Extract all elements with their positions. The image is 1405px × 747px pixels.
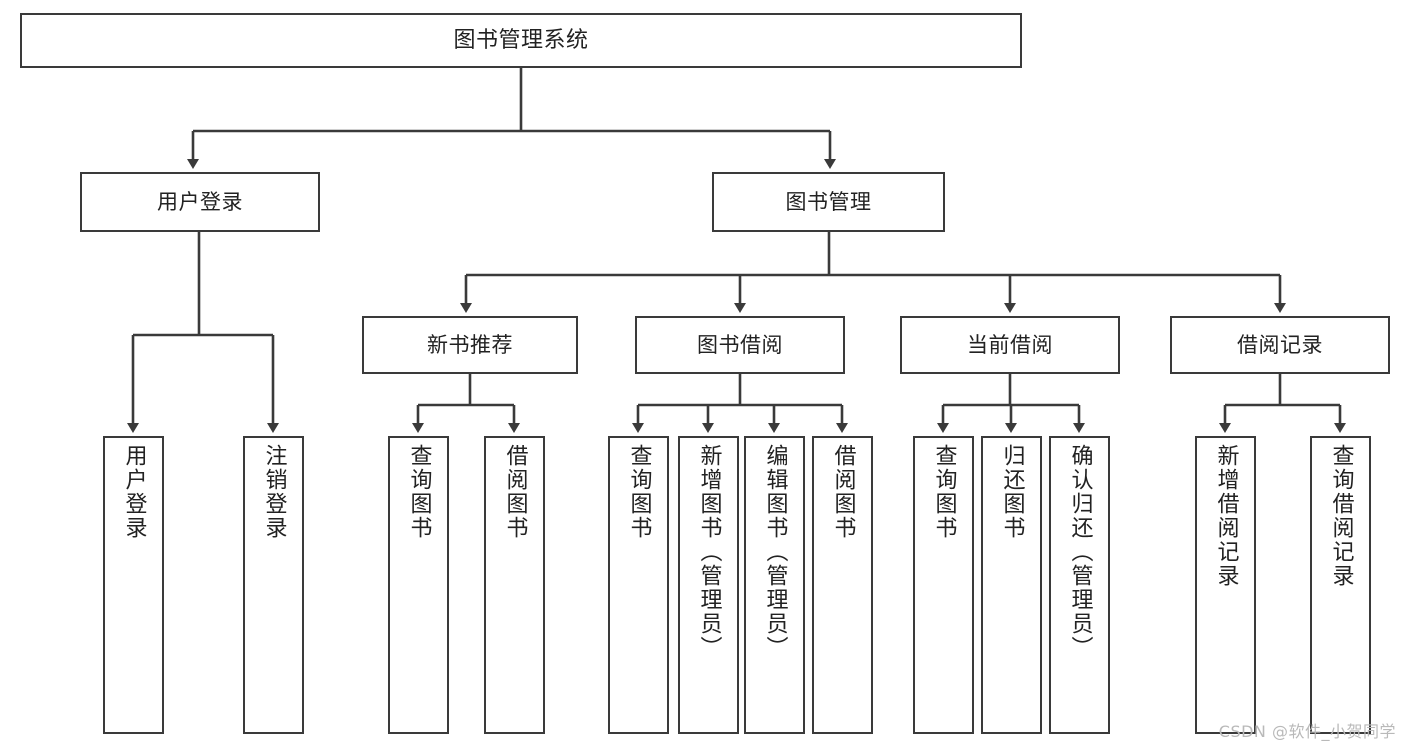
node-borrow-record[interactable]: 借阅记录 [1170, 316, 1390, 374]
leaf-query-book-borrow-label: 查询图书 [626, 444, 652, 540]
leaf-query-book-current[interactable]: 查询图书 [913, 436, 974, 734]
leaf-add-book-admin-label: 新增图书（管理员） [696, 444, 722, 660]
node-new-book-recommend-label: 新书推荐 [427, 332, 513, 357]
node-user-login-label: 用户登录 [157, 189, 243, 214]
node-current-borrow-label: 当前借阅 [967, 332, 1053, 357]
leaf-borrow-book-recommend[interactable]: 借阅图书 [484, 436, 545, 734]
node-root-label: 图书管理系统 [453, 27, 589, 53]
node-root[interactable]: 图书管理系统 [20, 13, 1022, 68]
node-user-login[interactable]: 用户登录 [80, 172, 320, 232]
leaf-add-book-admin[interactable]: 新增图书（管理员） [678, 436, 739, 734]
leaf-query-book-recommend[interactable]: 查询图书 [388, 436, 449, 734]
leaf-edit-book-admin[interactable]: 编辑图书（管理员） [744, 436, 805, 734]
node-current-borrow[interactable]: 当前借阅 [900, 316, 1120, 374]
leaf-add-borrow-record-label: 新增借阅记录 [1213, 444, 1239, 588]
leaf-logout-label: 注销登录 [261, 444, 287, 540]
leaf-return-book[interactable]: 归还图书 [981, 436, 1042, 734]
node-new-book-recommend[interactable]: 新书推荐 [362, 316, 578, 374]
leaf-add-borrow-record[interactable]: 新增借阅记录 [1195, 436, 1256, 734]
leaf-confirm-return-admin-label: 确认归还（管理员） [1067, 444, 1093, 660]
leaf-query-book-recommend-label: 查询图书 [406, 444, 432, 540]
leaf-query-book-current-label: 查询图书 [931, 444, 957, 540]
node-book-borrow-label: 图书借阅 [697, 332, 783, 357]
node-book-management-label: 图书管理 [785, 189, 872, 214]
leaf-borrow-book[interactable]: 借阅图书 [812, 436, 873, 734]
leaf-user-login[interactable]: 用户登录 [103, 436, 164, 734]
node-book-management[interactable]: 图书管理 [712, 172, 945, 232]
leaf-edit-book-admin-label: 编辑图书（管理员） [762, 444, 788, 660]
node-book-borrow[interactable]: 图书借阅 [635, 316, 845, 374]
leaf-borrow-book-label: 借阅图书 [830, 444, 856, 540]
leaf-logout[interactable]: 注销登录 [243, 436, 304, 734]
leaf-query-book-borrow[interactable]: 查询图书 [608, 436, 669, 734]
node-borrow-record-label: 借阅记录 [1237, 332, 1323, 357]
leaf-borrow-book-recommend-label: 借阅图书 [502, 444, 528, 540]
leaf-query-borrow-record-label: 查询借阅记录 [1328, 444, 1354, 588]
leaf-return-book-label: 归还图书 [999, 444, 1025, 540]
leaf-user-login-label: 用户登录 [121, 444, 147, 540]
csdn-watermark: CSDN @软件_小贺同学 [1218, 722, 1396, 741]
leaf-query-borrow-record[interactable]: 查询借阅记录 [1310, 436, 1371, 734]
leaf-confirm-return-admin[interactable]: 确认归还（管理员） [1049, 436, 1110, 734]
